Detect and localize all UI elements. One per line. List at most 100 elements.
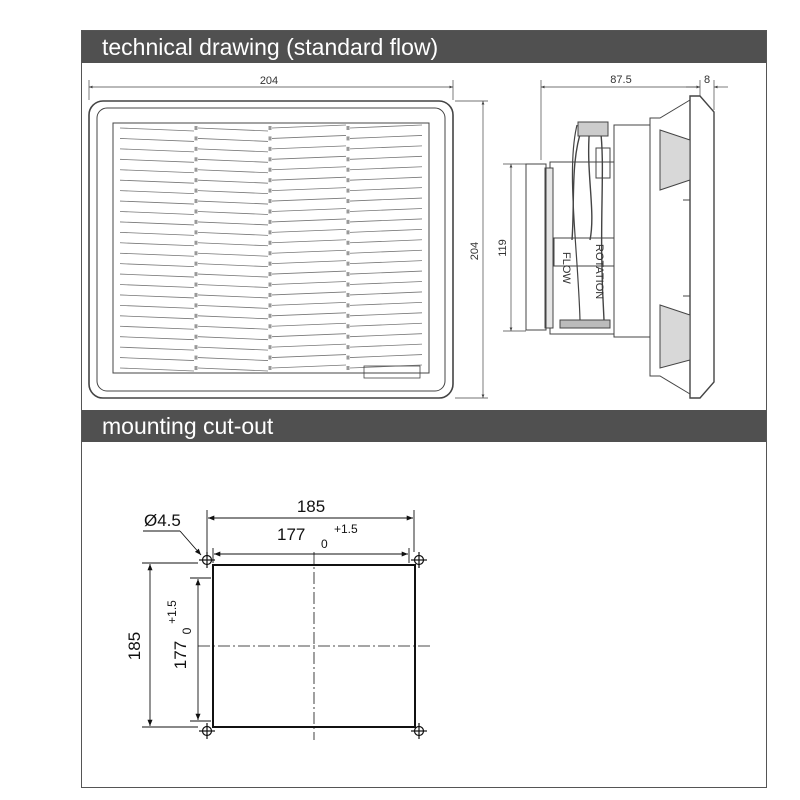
louvre-slat: [119, 200, 195, 205]
louvre-slat: [271, 343, 347, 348]
louvre-rib: [346, 282, 350, 287]
louvre-rib: [268, 292, 272, 297]
louvre-rib: [346, 324, 350, 329]
louvre-slat: [349, 135, 423, 139]
louvre-slat: [197, 304, 269, 309]
louvre-slat: [119, 242, 195, 247]
louvre-slat: [271, 155, 347, 160]
louvre-rib: [268, 209, 272, 214]
louvre-slat: [119, 315, 195, 320]
louvre-slat: [271, 208, 347, 212]
louvre-rib: [346, 209, 350, 214]
louvre-rib: [268, 272, 272, 277]
louvre-rib: [268, 126, 272, 130]
louvre-slat: [119, 284, 195, 288]
louvre-rib: [346, 334, 350, 339]
louvre-rib: [194, 324, 198, 329]
louvre-slat: [119, 138, 195, 142]
louvre-slat: [197, 200, 269, 205]
louvre-rib: [268, 324, 272, 329]
side-connector: [577, 121, 609, 137]
louvre-rib: [268, 345, 272, 350]
cutout-outer-width: 185: [297, 497, 325, 516]
louvre-slat: [271, 312, 347, 317]
louvre-rib: [346, 136, 350, 141]
louvre-slat: [349, 155, 423, 160]
side-label-plate: [553, 237, 615, 267]
louvre-rib: [194, 282, 198, 287]
louvre-rib: [194, 136, 198, 141]
side-clip-top: [659, 129, 691, 191]
cutout-hole-diameter: Ø4.5: [144, 511, 181, 530]
louvre-slat: [271, 354, 347, 358]
louvre-slat: [349, 281, 423, 285]
louvre-rib: [194, 157, 198, 162]
louvre-rib: [194, 188, 198, 193]
louvre-slat: [197, 127, 269, 132]
louvre-rib: [268, 178, 272, 183]
louvre-slat: [349, 124, 423, 129]
louvre-slat: [349, 260, 423, 265]
louvre-slat: [349, 249, 423, 254]
front-height-label: 204: [469, 242, 481, 260]
louvre-slat: [119, 211, 195, 215]
louvre-slat: [119, 325, 195, 330]
louvre-rib: [346, 345, 350, 350]
louvre-rib: [194, 251, 198, 256]
louvre-rib: [346, 178, 350, 183]
louvre-slat: [197, 231, 269, 236]
louvre-slat: [197, 325, 269, 330]
louvre-rib: [346, 199, 350, 204]
cutout-outer-height: 185: [125, 632, 144, 660]
louvre-slat: [271, 301, 347, 306]
technical-drawing-header: technical drawing (standard flow): [82, 31, 766, 63]
louvre-rib: [194, 313, 198, 318]
louvre-rib: [268, 230, 272, 235]
side-view: [525, 95, 715, 399]
louvre-rib: [194, 272, 198, 277]
louvre-slat: [271, 249, 347, 254]
louvre-rib: [268, 240, 272, 245]
louvre-rib: [268, 146, 272, 151]
louvre-rib: [268, 219, 272, 224]
louvre-rib: [346, 292, 350, 297]
louvre-rib: [268, 303, 272, 308]
louvre-slat: [271, 166, 347, 171]
louvre-slat: [271, 333, 347, 338]
louvre-rib: [346, 157, 350, 162]
side-fan-body: [613, 124, 651, 338]
louvre-slat: [271, 322, 347, 327]
drawing-frame: [81, 30, 767, 788]
louvre-slat: [271, 228, 347, 233]
cutout-inner-width-tol-plus: +1.5: [334, 522, 358, 536]
louvre-slat: [349, 218, 423, 223]
louvre-slat: [271, 270, 347, 275]
louvre-slat: [349, 176, 423, 181]
louvre-rib: [268, 282, 272, 287]
louvre-rib: [194, 240, 198, 245]
front-width-label: 204: [260, 75, 278, 87]
louvre-rib: [346, 230, 350, 235]
louvre-rib: [346, 303, 350, 308]
louvre-rib: [346, 251, 350, 256]
louvre-slat: [271, 187, 347, 192]
louvre-rib: [346, 366, 350, 370]
side-fan-rear: [525, 163, 547, 331]
louvre-rib: [194, 219, 198, 224]
front-dimensions: [88, 80, 488, 399]
louvre-rib: [268, 251, 272, 256]
louvre-rib: [194, 199, 198, 204]
louvre-slat: [119, 263, 195, 268]
louvre-slat: [197, 221, 269, 226]
louvre-slat: [349, 301, 423, 306]
side-dimensions: [503, 80, 728, 332]
louvre-slat: [197, 179, 269, 184]
louvre-slat: [271, 281, 347, 285]
louvre-slat: [349, 208, 423, 212]
louvre-rib: [346, 219, 350, 224]
front-grille-border: [112, 122, 430, 374]
louvre-rib: [268, 366, 272, 370]
louvre-slat: [119, 148, 195, 153]
louvre-slat: [119, 158, 195, 163]
louvre-rib: [346, 126, 350, 130]
